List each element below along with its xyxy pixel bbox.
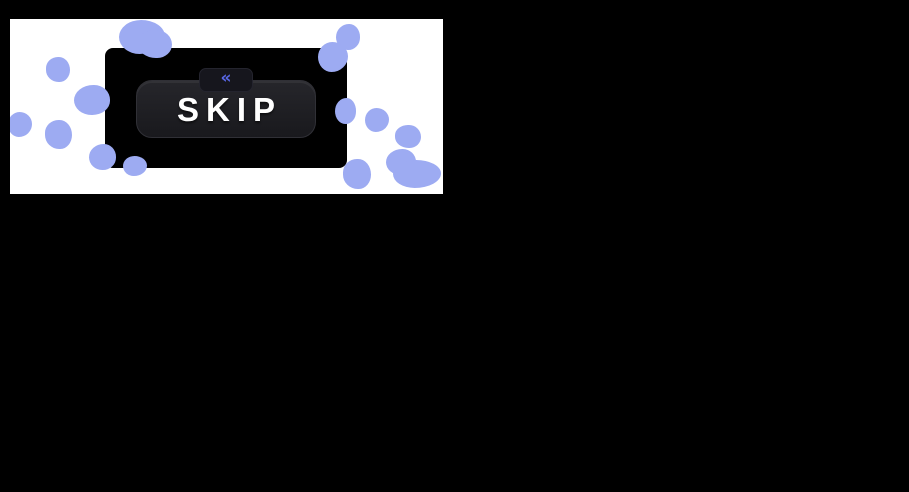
paint-blob	[365, 108, 389, 132]
paint-blob	[10, 112, 32, 137]
paint-blob	[343, 159, 371, 189]
paint-blob	[336, 24, 360, 50]
skip-button-label: SKIP	[176, 90, 283, 128]
paint-blob	[386, 149, 416, 175]
rewind-badge[interactable]: «	[199, 68, 253, 92]
double-chevron-left-icon: «	[220, 68, 232, 88]
paint-blob	[395, 125, 421, 148]
paint-blob	[393, 160, 441, 188]
paint-blob	[46, 57, 70, 82]
drawing-canvas[interactable]: « SKIP	[10, 19, 443, 194]
paint-blob	[45, 120, 72, 149]
skip-overlay-panel: « SKIP	[105, 48, 347, 168]
